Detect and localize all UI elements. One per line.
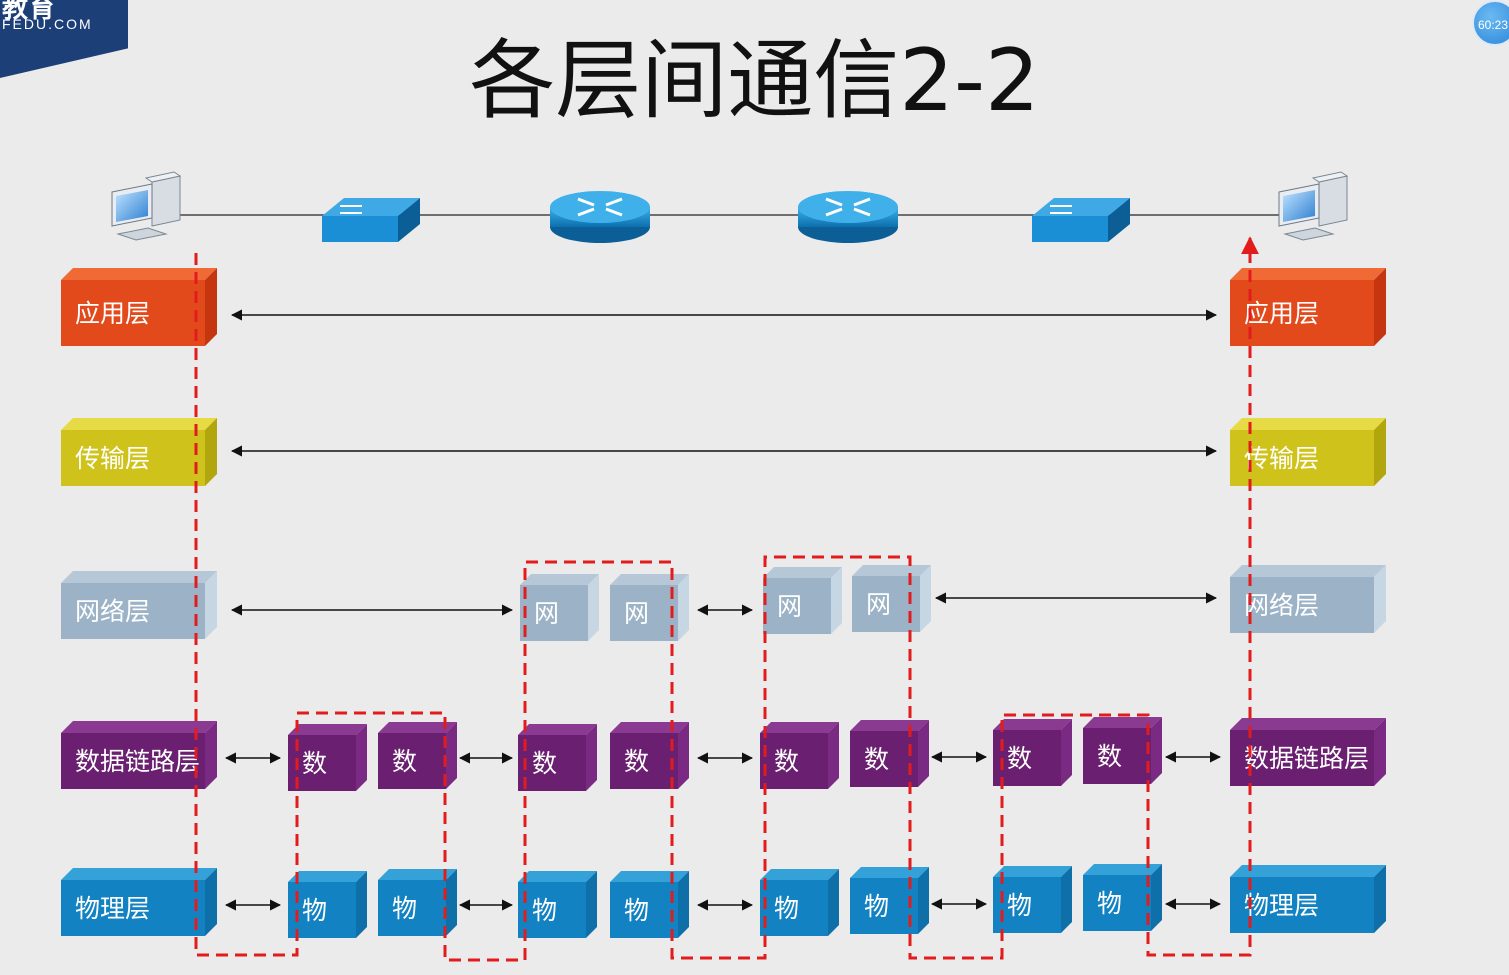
intermediate-datalink-block-18-label: 数 [1097, 742, 1122, 771]
data-flow-path [194, 236, 1259, 962]
intermediate-physical-block-4-label: 物 [392, 894, 417, 923]
right-datalink-block: 数据链路层 [1230, 718, 1386, 786]
left-physical-block-label: 物理层 [75, 894, 150, 923]
left-transport-block: 传输层 [61, 418, 217, 486]
left-network-block: 网络层 [61, 571, 217, 639]
intermediate-physical-block-9-label: 物 [532, 896, 557, 925]
pc-icon-1 [111, 171, 182, 241]
intermediate-datalink-block-18: 数 [1083, 717, 1162, 784]
intermediate-datalink-block-17: 数 [993, 719, 1072, 786]
left-app-block-label: 应用层 [75, 299, 150, 328]
intermediate-physical-block-15: 物 [760, 869, 839, 936]
intermediate-datalink-block-1-label: 数 [302, 749, 327, 778]
right-transport-block: 传输层 [1230, 418, 1386, 486]
intermediate-physical-block-3: 物 [288, 871, 367, 938]
left-datalink-block-label: 数据链路层 [75, 747, 200, 776]
intermediate-physical-block-19: 物 [993, 866, 1072, 933]
left-network-block-label: 网络层 [75, 597, 150, 626]
intermediate-physical-block-19-label: 物 [1007, 891, 1032, 920]
intermediate-network-block-5: 网 [520, 574, 599, 641]
left-physical-block: 物理层 [61, 868, 217, 936]
intermediate-network-block-12: 网 [852, 565, 931, 632]
left-datalink-block: 数据链路层 [61, 721, 217, 789]
intermediate-datalink-block-17-label: 数 [1007, 744, 1032, 773]
intermediate-network-block-5-label: 网 [534, 599, 559, 628]
intermediate-physical-block-4: 物 [378, 869, 457, 936]
router-icon-4 [798, 191, 898, 243]
right-transport-block-label: 传输层 [1244, 444, 1319, 473]
intermediate-datalink-block-8: 数 [610, 722, 689, 789]
intermediate-physical-block-16-label: 物 [864, 892, 889, 921]
right-network-block: 网络层 [1230, 565, 1386, 633]
logo-brand: 教育 [2, 0, 57, 24]
switch-icon-5 [1032, 198, 1130, 242]
intermediate-network-block-6-label: 网 [624, 599, 649, 628]
switch-icon-2 [322, 198, 420, 242]
intermediate-network-block-6: 网 [610, 574, 689, 641]
intermediate-network-block-11: 网 [763, 567, 842, 634]
intermediate-datalink-block-2: 数 [378, 722, 457, 789]
intermediate-datalink-block-14-label: 数 [864, 745, 889, 774]
intermediate-physical-block-20: 物 [1083, 864, 1162, 931]
intermediate-network-block-12-label: 网 [866, 590, 891, 619]
right-app-block: 应用层 [1230, 268, 1386, 346]
intermediate-physical-block-9: 物 [518, 871, 597, 938]
intermediate-physical-block-10-label: 物 [624, 896, 649, 925]
right-network-block-label: 网络层 [1244, 591, 1319, 620]
intermediate-physical-block-15-label: 物 [774, 894, 799, 923]
intermediate-datalink-block-7: 数 [518, 724, 597, 791]
right-datalink-block-label: 数据链路层 [1244, 744, 1369, 773]
left-app-block: 应用层 [61, 268, 217, 346]
intermediate-physical-block-10: 物 [610, 871, 689, 938]
page-title: 各层间通信2-2 [469, 31, 1040, 131]
intermediate-datalink-block-13: 数 [760, 722, 839, 789]
intermediate-network-block-11-label: 网 [777, 592, 802, 621]
right-physical-block: 物理层 [1230, 865, 1386, 933]
right-physical-block-label: 物理层 [1244, 891, 1319, 920]
pc-icon-6 [1278, 171, 1349, 241]
timer-badge[interactable]: 60:23 [1472, 0, 1509, 46]
intermediate-datalink-block-7-label: 数 [532, 749, 557, 778]
router-icon-3 [550, 191, 650, 243]
left-transport-block-label: 传输层 [75, 444, 150, 473]
intermediate-datalink-block-2-label: 数 [392, 747, 417, 776]
intermediate-physical-block-3-label: 物 [302, 896, 327, 925]
intermediate-physical-block-16: 物 [850, 867, 929, 934]
intermediate-physical-block-20-label: 物 [1097, 889, 1122, 918]
intermediate-datalink-block-14: 数 [850, 720, 929, 787]
right-app-block-label: 应用层 [1244, 299, 1319, 328]
logo-url: FEDU.COM [2, 16, 93, 32]
intermediate-datalink-block-8-label: 数 [624, 747, 649, 776]
intermediate-datalink-block-1: 数 [288, 724, 367, 791]
intermediate-datalink-block-13-label: 数 [774, 747, 799, 776]
